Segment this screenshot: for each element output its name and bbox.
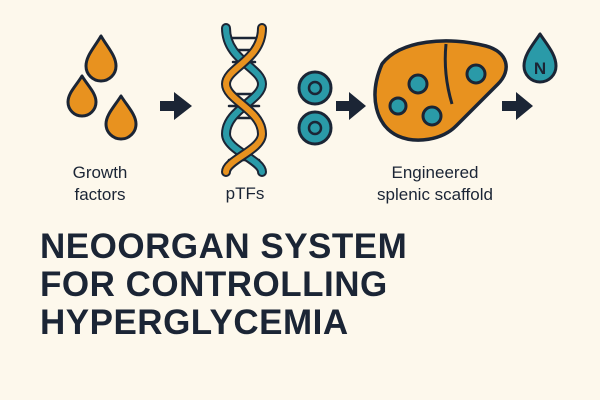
scaffold-cell-2	[388, 96, 408, 116]
drop-icon-left	[66, 74, 98, 118]
drop-icon-right	[104, 94, 138, 141]
title-line2: FOR CONTROLLING	[40, 265, 388, 304]
growth-factors-label-line1: Growth	[72, 163, 128, 182]
growth-factors-drops	[66, 34, 138, 141]
growth-factors-label: Growth factors	[40, 162, 160, 206]
scaffold-label-line2: splenic scaffold	[377, 185, 493, 204]
growth-factors-label-line2: factors	[74, 185, 126, 204]
title-line1: NEOORGAN SYSTEM	[40, 227, 408, 266]
scaffold-cell-3	[421, 105, 443, 127]
dna-helix-icon	[220, 23, 268, 177]
right-arrow-icon-3	[502, 92, 533, 120]
drop-icon-top	[84, 34, 118, 83]
right-arrow-icon-2	[336, 92, 366, 120]
cell-icon-bottom	[297, 110, 333, 146]
right-arrow-icon-1	[160, 92, 192, 120]
liver-scaffold-icon	[373, 39, 508, 142]
insulin-drop-icon: N	[522, 32, 558, 84]
cell-icon-top	[297, 70, 333, 106]
scaffold-label-line1: Engineered	[391, 163, 479, 182]
ptfs-label: pTFs	[225, 184, 265, 203]
title-line3: HYPERGLYCEMIA	[40, 303, 349, 342]
page-title: NEOORGAN SYSTEM FOR CONTROLLING HYPERGLY…	[40, 228, 407, 342]
scaffold-cell-4	[465, 63, 487, 85]
scaffold-label: Engineered splenic scaffold	[330, 162, 540, 206]
scaffold-cell-1	[407, 73, 429, 95]
insulin-symbol: N	[534, 59, 546, 78]
